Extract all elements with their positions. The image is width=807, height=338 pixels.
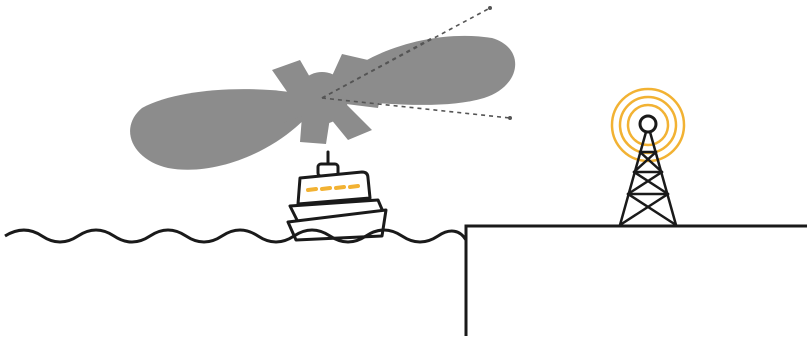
ship-icon (288, 152, 386, 240)
beam-ray-lower-end (508, 116, 512, 120)
shore-cliff (466, 226, 807, 336)
antenna-radiation-pattern-icon (130, 36, 515, 170)
sea-wave-icon (5, 230, 466, 242)
beam-ray-upper-end (488, 6, 492, 10)
tower-tip (640, 116, 656, 132)
radio-tower-icon (612, 89, 684, 225)
